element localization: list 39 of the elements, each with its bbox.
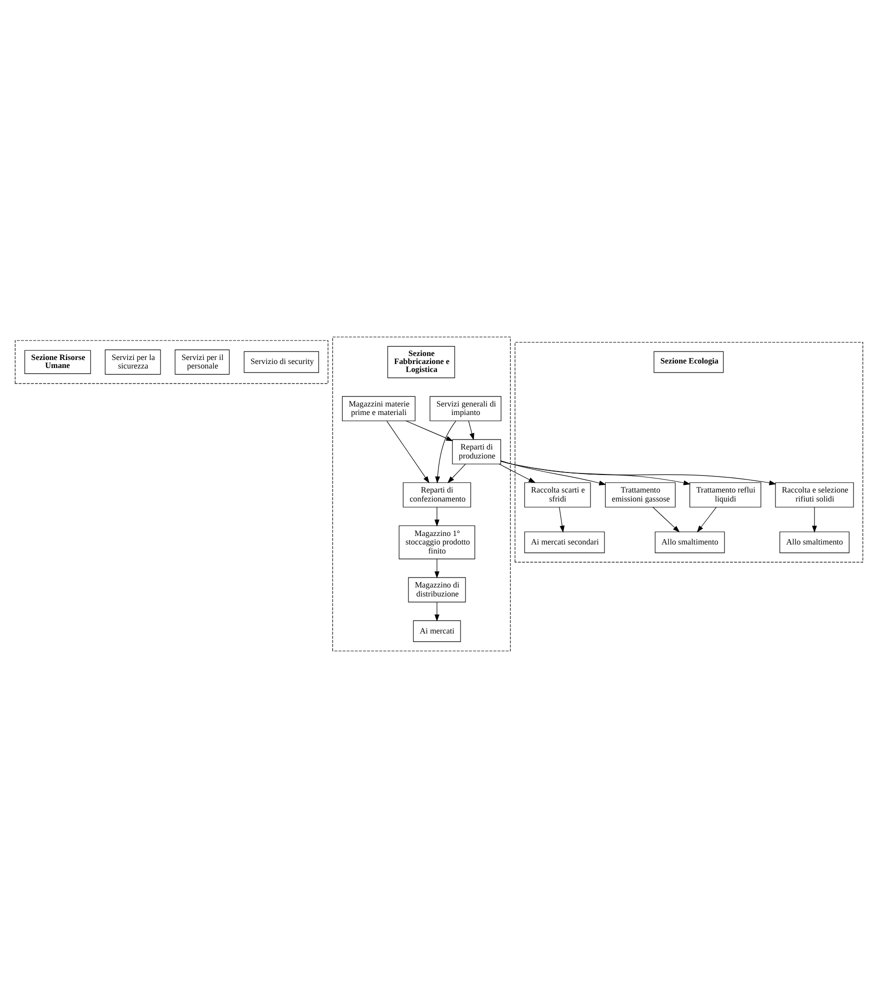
node-box: Allo smaltimento xyxy=(780,532,850,554)
arrow xyxy=(812,506,817,533)
node-box: Raccolta scarti e sfridi xyxy=(524,482,591,508)
arrow xyxy=(500,460,606,486)
node-box: Raccolta e selezione rifiuti solidi xyxy=(775,482,854,508)
node-box: Magazzini materie prime e materiali xyxy=(342,396,416,422)
node-box: Allo smaltimento xyxy=(654,532,725,554)
arrow xyxy=(386,420,430,484)
arrow xyxy=(498,464,536,483)
arrow xyxy=(447,464,466,484)
arrow xyxy=(468,420,474,440)
node-box: Ai mercati secondari xyxy=(524,532,605,554)
node-box: Servizio di security xyxy=(244,351,319,373)
node-box: Servizi generali di impianto xyxy=(430,396,502,422)
node-box: Servizi per la sicurezza xyxy=(104,350,161,375)
node-box: Servizi per il personale xyxy=(174,350,230,375)
cluster xyxy=(332,336,511,652)
arrow xyxy=(434,506,440,527)
arrow xyxy=(652,506,680,532)
node-box: Trattamento reflui liquidi xyxy=(690,482,762,508)
arrow xyxy=(435,420,456,484)
arrow xyxy=(559,506,565,533)
node-box: Sezione Fabbricazione e Logistica xyxy=(387,346,456,378)
node-box: Reparti di confezionamento xyxy=(402,482,472,508)
cluster xyxy=(514,342,864,562)
node-box: Sezione Risorse Umane xyxy=(24,350,91,374)
node-box: Reparti di produzione xyxy=(452,439,502,464)
arrow xyxy=(406,420,454,442)
arrow xyxy=(500,460,691,486)
arrow xyxy=(696,506,717,533)
arrow xyxy=(434,558,440,578)
node-box: Ai mercati xyxy=(413,620,461,642)
cluster xyxy=(14,340,328,384)
arrow xyxy=(434,602,440,622)
node-box: Magazzino di distribuzione xyxy=(408,577,466,602)
node-box: Magazzino 1° stoccaggio prodotto finito xyxy=(398,525,476,560)
node-box: Sezione Ecologia xyxy=(654,351,724,373)
arrow xyxy=(500,460,776,486)
node-box: Trattamento emissioni gassose xyxy=(605,482,676,508)
